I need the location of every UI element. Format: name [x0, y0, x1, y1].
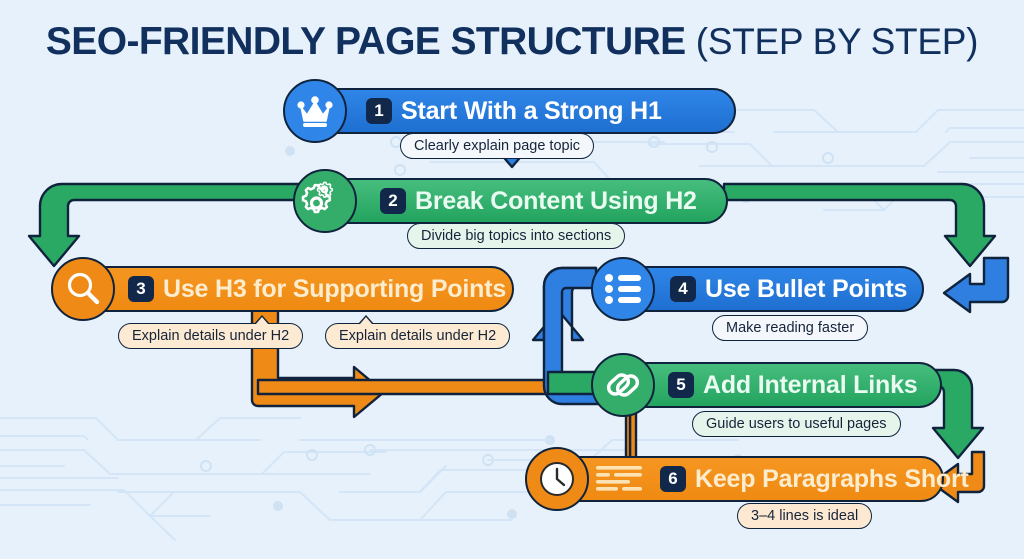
- step-2[interactable]: 2 Break Content Using H2: [293, 169, 728, 233]
- step-3[interactable]: 3 Use H3 for Supporting Points: [51, 257, 514, 321]
- step-3-caption-right: Explain details under H2: [325, 315, 511, 349]
- step-5[interactable]: 5 Add Internal Links: [591, 353, 942, 417]
- step-5-caption-text: Guide users to useful pages: [706, 416, 887, 432]
- step-1-number: 1: [366, 98, 392, 124]
- arrow-step2-to-step3-left: [27, 182, 302, 268]
- step-3-caption-right-text: Explain details under H2: [339, 328, 497, 344]
- arrow-step2-to-step4-right: [722, 182, 997, 268]
- page-title: SEO-FRIENDLY PAGE STRUCTURE (STEP BY STE…: [0, 20, 1024, 64]
- step-1-caption-text: Clearly explain page topic: [414, 138, 581, 154]
- step-1-pill[interactable]: 1 Start With a Strong H1: [286, 88, 736, 134]
- step-4-number: 4: [670, 276, 696, 302]
- step-1-title: Start With a Strong H1: [401, 96, 662, 125]
- page-title-sub: (STEP BY STEP): [695, 21, 979, 62]
- step-2-title: Break Content Using H2: [415, 186, 697, 215]
- step-1[interactable]: 1 Start With a Strong H1: [283, 79, 736, 143]
- step-6-caption-text: 3–4 lines is ideal: [751, 508, 859, 524]
- step-4-caption-text: Make reading faster: [726, 320, 855, 336]
- step-2-caption: Divide big topics into sections: [407, 223, 626, 249]
- step-6-number: 6: [660, 466, 686, 492]
- crown-icon: [283, 79, 347, 143]
- step-4-title: Use Bullet Points: [705, 274, 908, 303]
- step-5-title: Add Internal Links: [703, 370, 918, 399]
- step-1-caption: Clearly explain page topic: [400, 133, 595, 159]
- link-chain-icon: [591, 353, 655, 417]
- clock-icon: [525, 447, 589, 511]
- step-3-title: Use H3 for Supporting Points: [163, 274, 507, 303]
- text-lines-icon: [596, 466, 652, 494]
- step-2-number: 2: [380, 188, 406, 214]
- arrow-into-step4: [942, 256, 1010, 314]
- step-2-pill[interactable]: 2 Break Content Using H2: [296, 178, 728, 224]
- step-4[interactable]: 4 Use Bullet Points: [591, 257, 924, 321]
- caption-tail: [358, 315, 375, 324]
- step-6-caption: 3–4 lines is ideal: [737, 503, 873, 529]
- step-3-caption-left-text: Explain details under H2: [132, 328, 290, 344]
- step-4-caption: Make reading faster: [712, 315, 869, 341]
- bullet-list-icon: [591, 257, 655, 321]
- gears-icon: [293, 169, 357, 233]
- step-3-caption-left: Explain details under H2: [118, 315, 304, 349]
- step-6[interactable]: 6 Keep Paragraphs Short: [525, 447, 969, 511]
- step-5-number: 5: [668, 372, 694, 398]
- step-6-title: Keep Paragraphs Short: [695, 464, 969, 493]
- step-3-pill[interactable]: 3 Use H3 for Supporting Points: [54, 266, 514, 312]
- step-6-pill[interactable]: 6 Keep Paragraphs Short: [528, 456, 969, 502]
- step-2-caption-text: Divide big topics into sections: [421, 228, 612, 244]
- caption-tail: [253, 315, 270, 324]
- step-3-number: 3: [128, 276, 154, 302]
- magnifier-icon: [51, 257, 115, 321]
- page-title-main: SEO-FRIENDLY PAGE STRUCTURE: [45, 20, 696, 63]
- step-5-caption: Guide users to useful pages: [692, 411, 901, 437]
- arrow-into-step6: [930, 450, 986, 504]
